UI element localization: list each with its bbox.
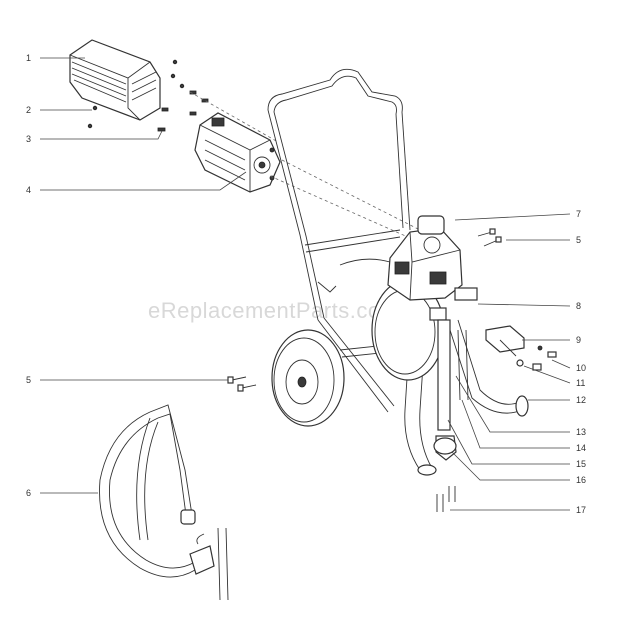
callout-17: 17 bbox=[576, 505, 586, 515]
bracket-part bbox=[485, 325, 525, 357]
fitting-parts bbox=[516, 345, 557, 371]
wheel bbox=[271, 329, 345, 427]
callout-2: 2 bbox=[26, 105, 31, 115]
leader-lines bbox=[40, 57, 571, 511]
watermark: eReplacementParts.com bbox=[148, 298, 399, 323]
callout-4: 4 bbox=[26, 185, 31, 195]
bolts-17 bbox=[436, 486, 456, 512]
hose-part bbox=[99, 404, 229, 601]
alignment-line bbox=[281, 159, 421, 231]
callout-15: 15 bbox=[576, 459, 586, 469]
callout-11: 11 bbox=[576, 378, 585, 388]
motor-part bbox=[194, 112, 281, 193]
callout-10: 10 bbox=[576, 363, 586, 373]
pump-assembly bbox=[317, 215, 478, 321]
alignment-line bbox=[269, 175, 411, 239]
callout-1: 1 bbox=[26, 53, 31, 63]
bolts-5-right bbox=[477, 228, 502, 247]
callout-7: 7 bbox=[576, 209, 581, 219]
callout-13: 13 bbox=[576, 427, 586, 437]
callout-3: 3 bbox=[26, 134, 31, 144]
callout-9: 9 bbox=[576, 335, 581, 345]
callout-16: 16 bbox=[576, 475, 586, 485]
callout-labels: 1 2 3 4 5 5 6 7 8 9 10 11 12 13 14 15 16… bbox=[26, 53, 586, 515]
shroud-screws bbox=[87, 59, 209, 132]
callout-8: 8 bbox=[576, 301, 581, 311]
bolts-5-left bbox=[227, 376, 257, 392]
callout-14: 14 bbox=[576, 443, 586, 453]
alignment-line bbox=[189, 91, 279, 143]
callout-6: 6 bbox=[26, 488, 31, 498]
motor-shroud-part bbox=[69, 39, 161, 121]
siphon-tube bbox=[433, 319, 469, 461]
callout-12: 12 bbox=[576, 395, 586, 405]
callout-5-right: 5 bbox=[576, 235, 581, 245]
callout-5-left: 5 bbox=[26, 375, 31, 385]
